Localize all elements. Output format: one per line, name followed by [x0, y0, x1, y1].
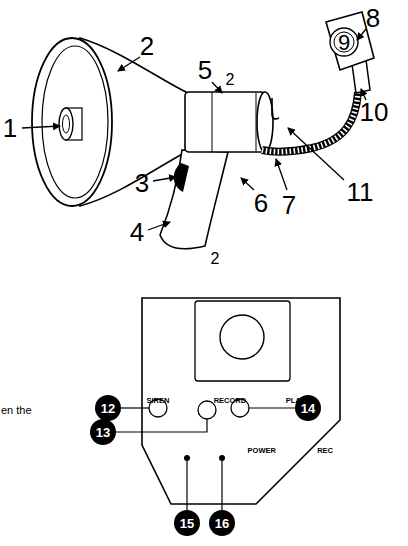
callout-number: 11 — [347, 177, 374, 207]
led-label: POWER — [248, 446, 276, 455]
callout-number: 10 — [360, 99, 389, 125]
callout-number: 2 — [226, 72, 235, 88]
callout-number: 10 — [360, 97, 389, 127]
callout-number: 3 — [135, 168, 149, 198]
callout-number: 2 — [226, 71, 235, 88]
callout-circle: 12 — [95, 395, 121, 421]
callout-number: 3 — [135, 170, 149, 196]
callout-number: 2 — [140, 31, 154, 61]
callout-number: 6 — [254, 188, 268, 218]
callout-number: 2 — [211, 250, 220, 267]
callout-circle: 14 — [295, 395, 321, 421]
callout-number: 8 — [366, 3, 380, 33]
callout-number: 8 — [366, 5, 380, 31]
callout-number: 4 — [130, 217, 144, 247]
callout-circle: 15 — [174, 510, 200, 536]
callout-number: 9 — [338, 32, 350, 54]
callout-number: 12 — [101, 401, 115, 416]
callout-number: 1 — [3, 115, 17, 141]
callout-number: 5 — [198, 57, 212, 83]
callout-circle: 13 — [90, 419, 116, 445]
callout-number: 5 — [198, 55, 212, 85]
callout-number: 2 — [140, 33, 154, 59]
callout-number: 14 — [301, 401, 315, 416]
callout-number: 15 — [180, 516, 194, 531]
callout-number: 1 — [3, 113, 17, 143]
callout-number: 13 — [96, 425, 110, 440]
callout-number: 7 — [282, 190, 296, 220]
callout-number: 16 — [215, 516, 229, 531]
callout-number: 11 — [347, 179, 374, 205]
callout-number: 7 — [282, 192, 296, 218]
cut-off-text: en the — [1, 404, 32, 416]
button-label: SIREN — [147, 396, 170, 405]
callout-number: 9 — [338, 30, 350, 55]
led-label: REC — [317, 446, 333, 455]
callout-number: 6 — [254, 190, 268, 216]
callout-circle: 16 — [209, 510, 235, 536]
button-label: RECORD — [214, 396, 247, 405]
callout-number: 2 — [211, 251, 220, 267]
cut-off-text: en the — [1, 404, 32, 416]
callout-number: 4 — [130, 219, 144, 245]
